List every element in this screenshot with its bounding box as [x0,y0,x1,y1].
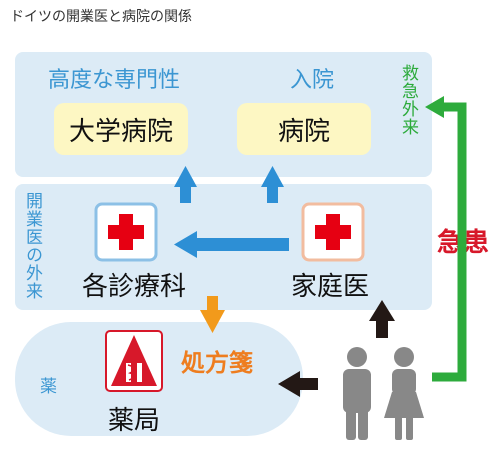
patient-to-gp-arrow [369,300,395,338]
patient-to-pharmacy-arrow [278,371,318,397]
people-icon [343,347,424,440]
red-cross-icon [301,202,365,262]
prescription-label: 処方箋 [181,349,253,377]
inpatient-heading: 入院 [290,68,335,93]
practitioner-outpatient-label: 開業医の外来 [22,192,42,300]
specialist-label: 各診療科 [82,272,187,302]
prescription-arrow [200,296,225,333]
pharmacy-a-icon [105,330,163,392]
hospital-box: 病院 [237,103,371,155]
pharmacy-label: 薬局 [108,406,161,436]
arrow-to-university-hospital [174,166,197,203]
emergency-outpatient-label: 救急外来 [398,64,418,136]
referral-arrow [174,231,289,258]
page-title: ドイツの開業医と病院の関係 [10,9,192,25]
specialty-heading: 高度な専門性 [48,68,181,93]
university-hospital-box: 大学病院 [54,103,188,155]
red-cross-icon [94,202,158,262]
gp-label: 家庭医 [291,272,370,302]
emergency-arrow [425,96,467,382]
medicine-label: 薬 [40,377,57,397]
arrow-to-hospital [261,166,284,203]
